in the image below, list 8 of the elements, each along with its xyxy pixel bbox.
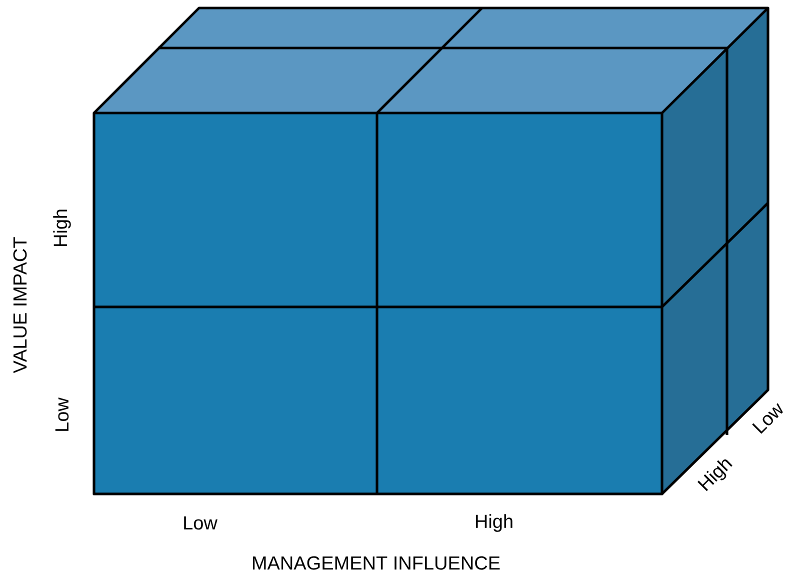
level-label: Low: [184, 516, 218, 530]
level-label: High: [698, 459, 732, 492]
axis-title: VALUE IMPACT: [13, 237, 27, 374]
axis-title: MANAGEMENT INFLUENCE: [253, 556, 500, 570]
level-label: Low: [752, 403, 783, 434]
level-label: High: [53, 210, 71, 246]
level-label: Low: [55, 398, 69, 431]
level-label: High: [476, 514, 512, 532]
